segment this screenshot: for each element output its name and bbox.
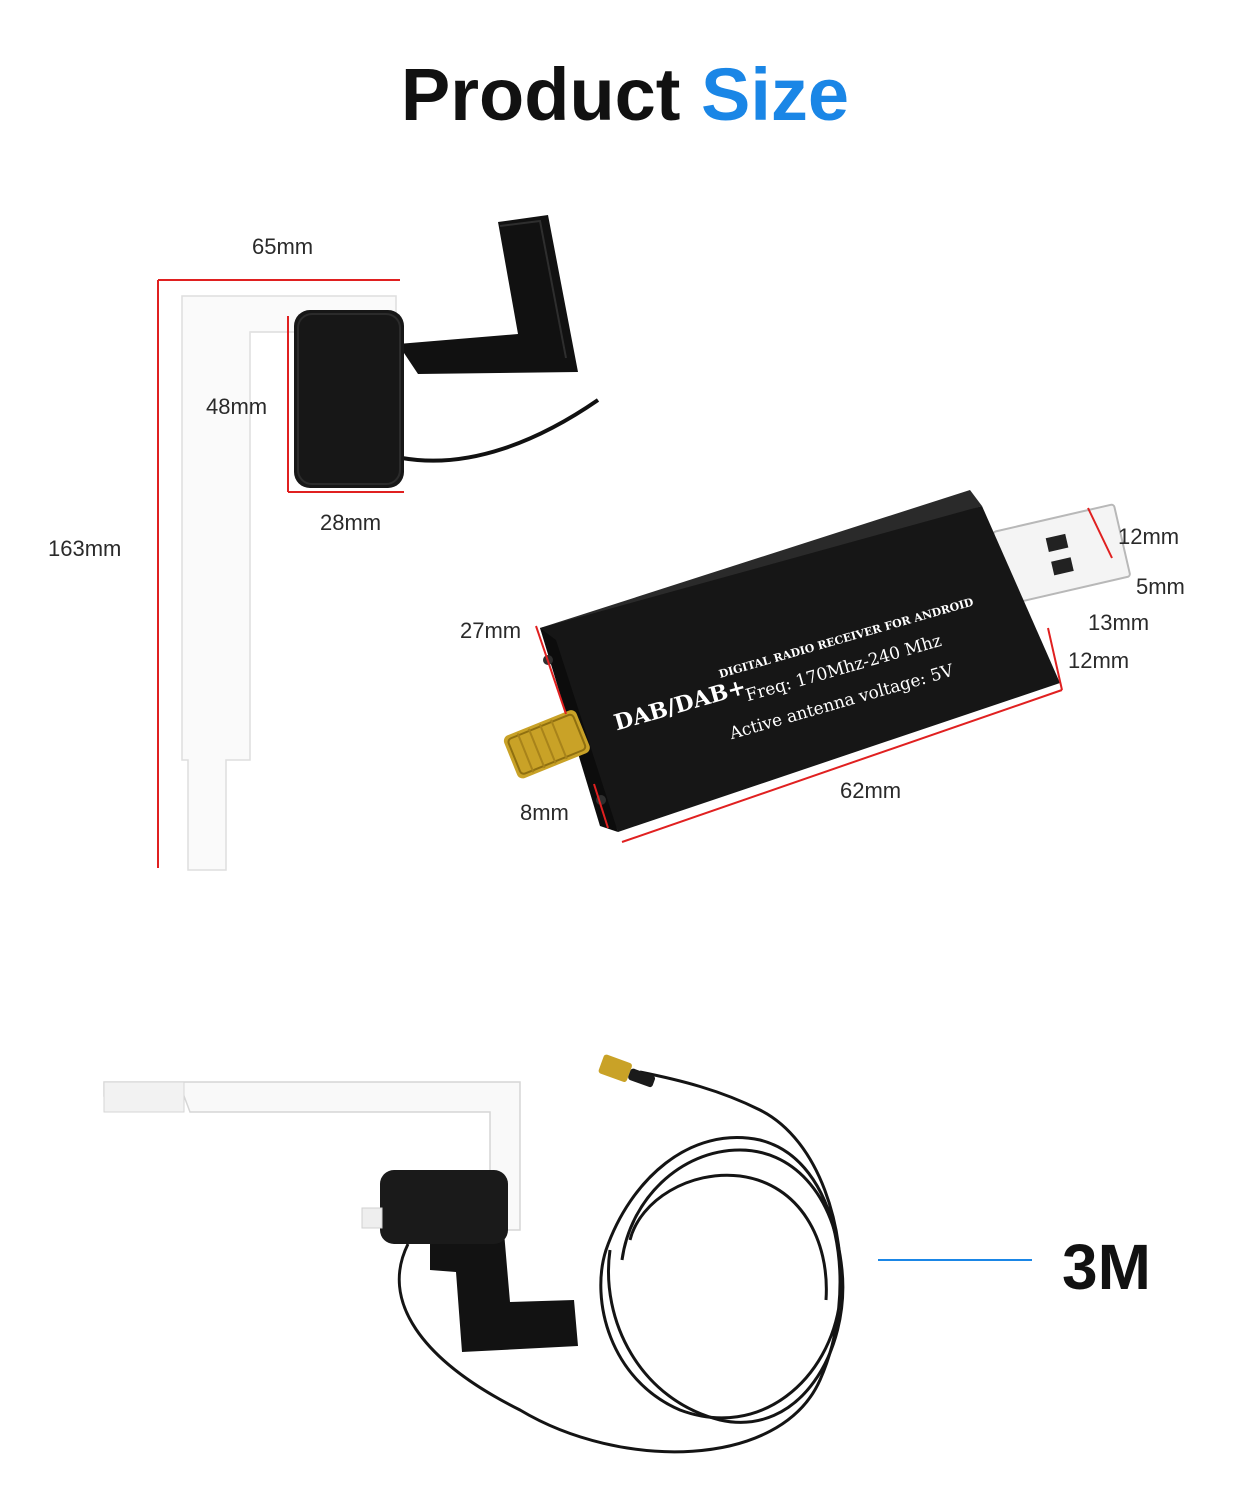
title-part-size: Size xyxy=(701,53,850,136)
pad-width-label: 28mm xyxy=(320,510,382,535)
usb-thickness-label: 5mm xyxy=(1136,574,1185,599)
page-title: Product Size xyxy=(0,52,1250,137)
cable-length-label: 3M xyxy=(1062,1231,1151,1303)
antenna-with-cable xyxy=(103,1054,1032,1454)
body-width-label: 13mm xyxy=(1088,610,1150,635)
usb-width-label: 12mm xyxy=(1118,524,1180,549)
connector-length-label: 8mm xyxy=(520,800,569,825)
antenna-width-label: 65mm xyxy=(252,234,314,259)
body-length-label: 62mm xyxy=(840,778,902,803)
body-height-label: 12mm xyxy=(1068,648,1130,673)
body-end-height-label: 27mm xyxy=(460,618,522,643)
dab-dongle: DAB/DAB+ DIGITAL RADIO RECEIVER FOR ANDR… xyxy=(503,490,1131,843)
antenna-top-view xyxy=(157,215,600,871)
antenna-height-label: 163mm xyxy=(48,536,122,561)
pad-height-label: 48mm xyxy=(206,394,268,419)
title-part-product: Product xyxy=(400,53,681,136)
